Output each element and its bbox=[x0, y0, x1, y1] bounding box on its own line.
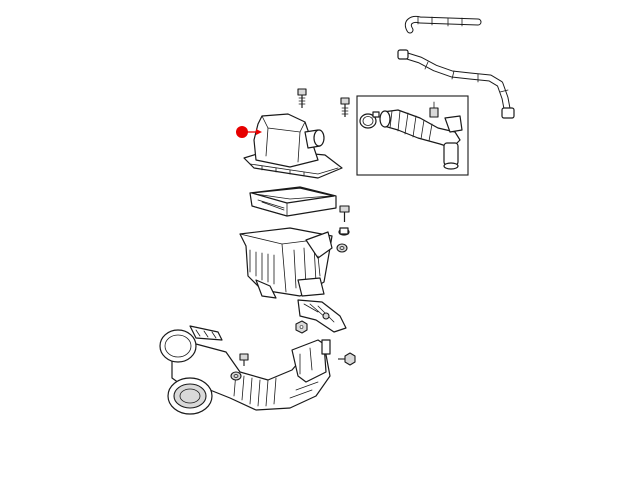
push-pin-retainer[interactable] bbox=[297, 299, 347, 333]
inlet-duct[interactable] bbox=[159, 325, 331, 415]
hose-clamp[interactable] bbox=[359, 111, 380, 129]
bolt[interactable] bbox=[340, 97, 350, 117]
grommet[interactable] bbox=[336, 243, 348, 253]
nut[interactable] bbox=[295, 320, 308, 334]
air-cleaner-cover[interactable] bbox=[243, 113, 343, 179]
bolt[interactable] bbox=[339, 205, 350, 222]
air-filter-element[interactable] bbox=[249, 186, 337, 217]
push-pin-retainer[interactable] bbox=[239, 353, 249, 366]
bolt[interactable] bbox=[297, 88, 307, 108]
highlight-marker bbox=[236, 126, 262, 138]
air-cleaner-housing[interactable] bbox=[239, 227, 333, 299]
crankcase-vent-hose[interactable] bbox=[397, 16, 515, 119]
grommet[interactable] bbox=[230, 371, 242, 381]
bolt[interactable] bbox=[338, 352, 356, 366]
outlet-hose-assembly[interactable] bbox=[356, 95, 469, 176]
grommet[interactable] bbox=[338, 227, 350, 236]
